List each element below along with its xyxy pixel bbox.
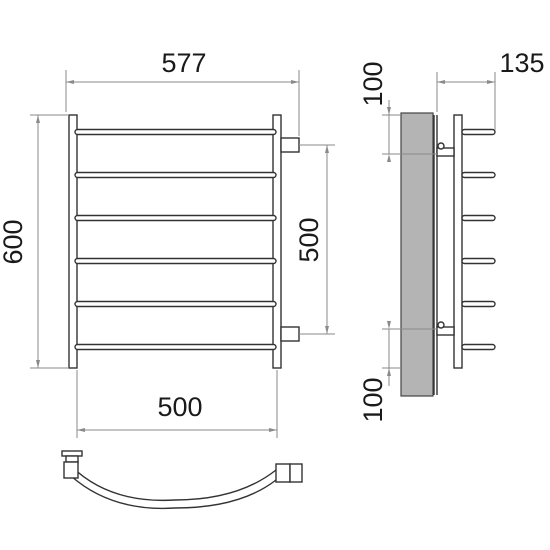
top-view	[61, 450, 303, 510]
side-rung	[461, 171, 496, 179]
front-rung	[74, 171, 277, 179]
top-offset-label: 100	[358, 61, 388, 106]
top-wall-bracket	[436, 147, 455, 157]
top-offset-dimension: 100	[358, 61, 437, 162]
wall-section	[400, 112, 434, 397]
side-riser	[453, 114, 463, 369]
overall-width-dimension: 577	[65, 48, 300, 136]
side-rung	[461, 343, 496, 351]
side-rung	[461, 257, 496, 265]
front-rung	[74, 300, 277, 308]
side-view	[400, 112, 496, 397]
front-view	[68, 114, 300, 369]
overall-width-label: 577	[161, 48, 206, 78]
side-rungs	[461, 128, 496, 351]
bottom-connection-stub	[280, 326, 300, 342]
front-rung	[74, 257, 277, 265]
side-rung	[461, 128, 496, 136]
left-upright	[68, 114, 78, 369]
bottom-offset-dimension: 100	[358, 321, 437, 423]
side-rung	[461, 300, 496, 308]
connection-spacing-label: 500	[294, 217, 324, 262]
bottom-offset-label: 100	[358, 377, 388, 422]
bottom-wall-bracket	[436, 326, 455, 336]
side-rung	[461, 214, 496, 222]
front-rungs	[74, 128, 277, 351]
mount-depth-dimension: 135	[436, 48, 545, 130]
top-connection-stub	[280, 137, 300, 153]
front-rung	[74, 343, 277, 351]
connection-spacing-dimension: 500	[294, 144, 335, 335]
overall-height-dimension: 600	[0, 114, 69, 369]
mount-depth-label: 135	[499, 48, 544, 78]
rail-width-dimension: 500	[76, 370, 278, 438]
rail-width-label: 500	[157, 392, 202, 422]
front-rung	[74, 214, 277, 222]
front-rung	[74, 128, 277, 136]
right-upright	[272, 114, 282, 369]
overall-height-label: 600	[0, 219, 28, 264]
